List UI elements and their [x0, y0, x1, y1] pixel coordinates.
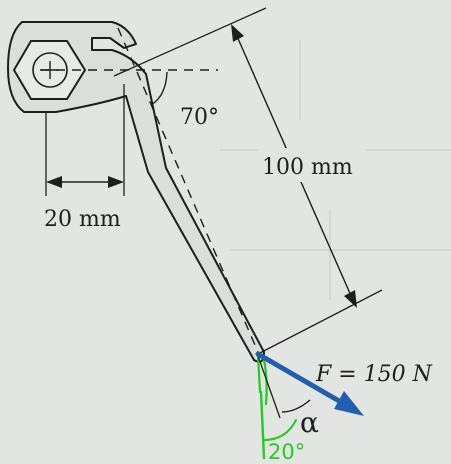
dim-20-arrow-right: [108, 176, 124, 188]
angle-70-arc: [150, 71, 168, 106]
alpha-arc: [281, 399, 311, 413]
green-vertical-line: [259, 390, 266, 460]
alpha-label: α: [300, 406, 319, 439]
dim-100-arrow-top: [231, 24, 244, 42]
dim-100-arrow-bottom: [344, 290, 357, 308]
dim-100-ext-bottom: [255, 289, 383, 356]
dim-100-label-bg: [258, 148, 366, 182]
angle-70-label: 70°: [180, 105, 219, 130]
force-arrow: [255, 351, 349, 408]
wrench-outline: [7, 21, 265, 363]
angle-20-label: 20°: [268, 440, 305, 464]
dim-20-arrow-left: [46, 176, 62, 188]
force-label: F = 150 N: [315, 362, 433, 387]
alpha-reference-line: [257, 355, 281, 419]
dim-100-label: 100 mm: [262, 155, 353, 180]
handle-centerline: [117, 27, 259, 353]
green-angle-arc: [263, 419, 297, 441]
force-arrowhead: [334, 391, 364, 416]
dim-20-label: 20 mm: [44, 207, 121, 232]
dim-100-ext-top: [113, 7, 267, 77]
